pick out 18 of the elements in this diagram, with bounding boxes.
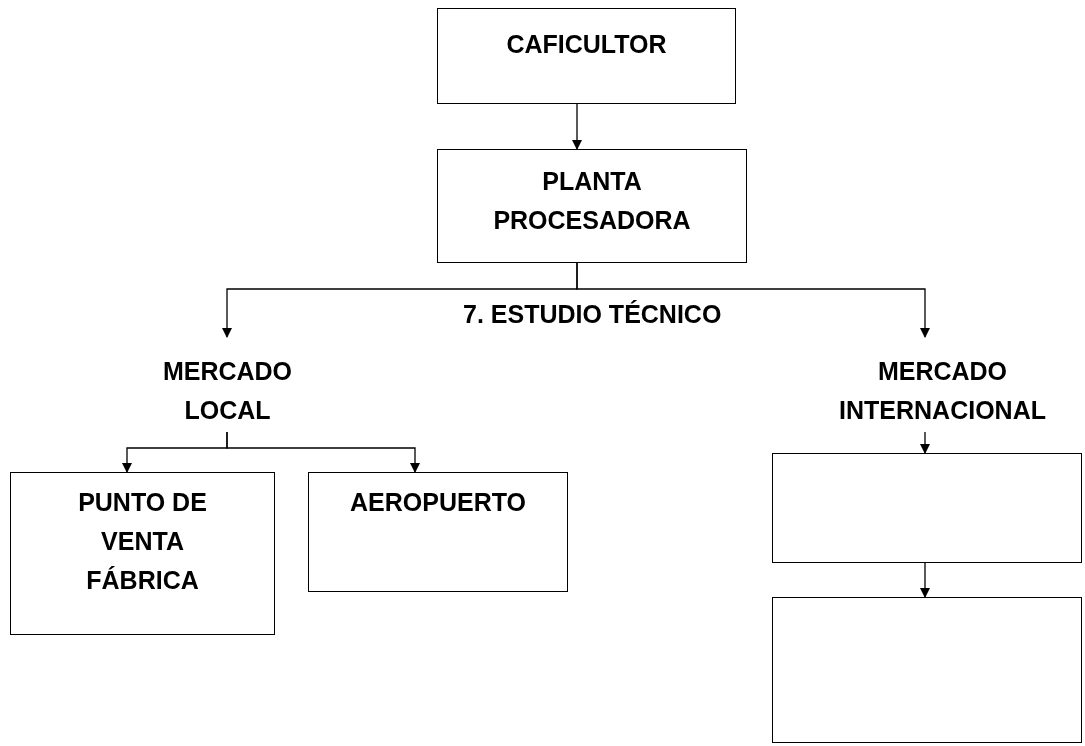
arrow	[920, 431, 930, 454]
process-box	[437, 8, 736, 104]
box-text: PLANTA PROCESADORA	[493, 166, 691, 236]
box-text: CAFICULTOR	[506, 29, 667, 60]
arrow	[576, 262, 930, 338]
process-box	[772, 597, 1082, 743]
node-label: MERCADO INTERNACIONAL	[800, 352, 1085, 432]
process-box	[772, 453, 1082, 563]
process-box	[10, 472, 275, 635]
box-text: PUNTO DE VENTA FÁBRICA	[77, 487, 208, 596]
process-box	[437, 149, 747, 263]
process-box	[308, 472, 568, 592]
arrow	[572, 103, 582, 150]
arrow	[920, 562, 930, 598]
box-text: AEROPUERTO	[350, 487, 526, 518]
arrow	[226, 431, 420, 473]
node-label: MERCADO LOCAL	[130, 352, 325, 432]
diagram-title: 7. ESTUDIO TÉCNICO	[463, 300, 722, 329]
